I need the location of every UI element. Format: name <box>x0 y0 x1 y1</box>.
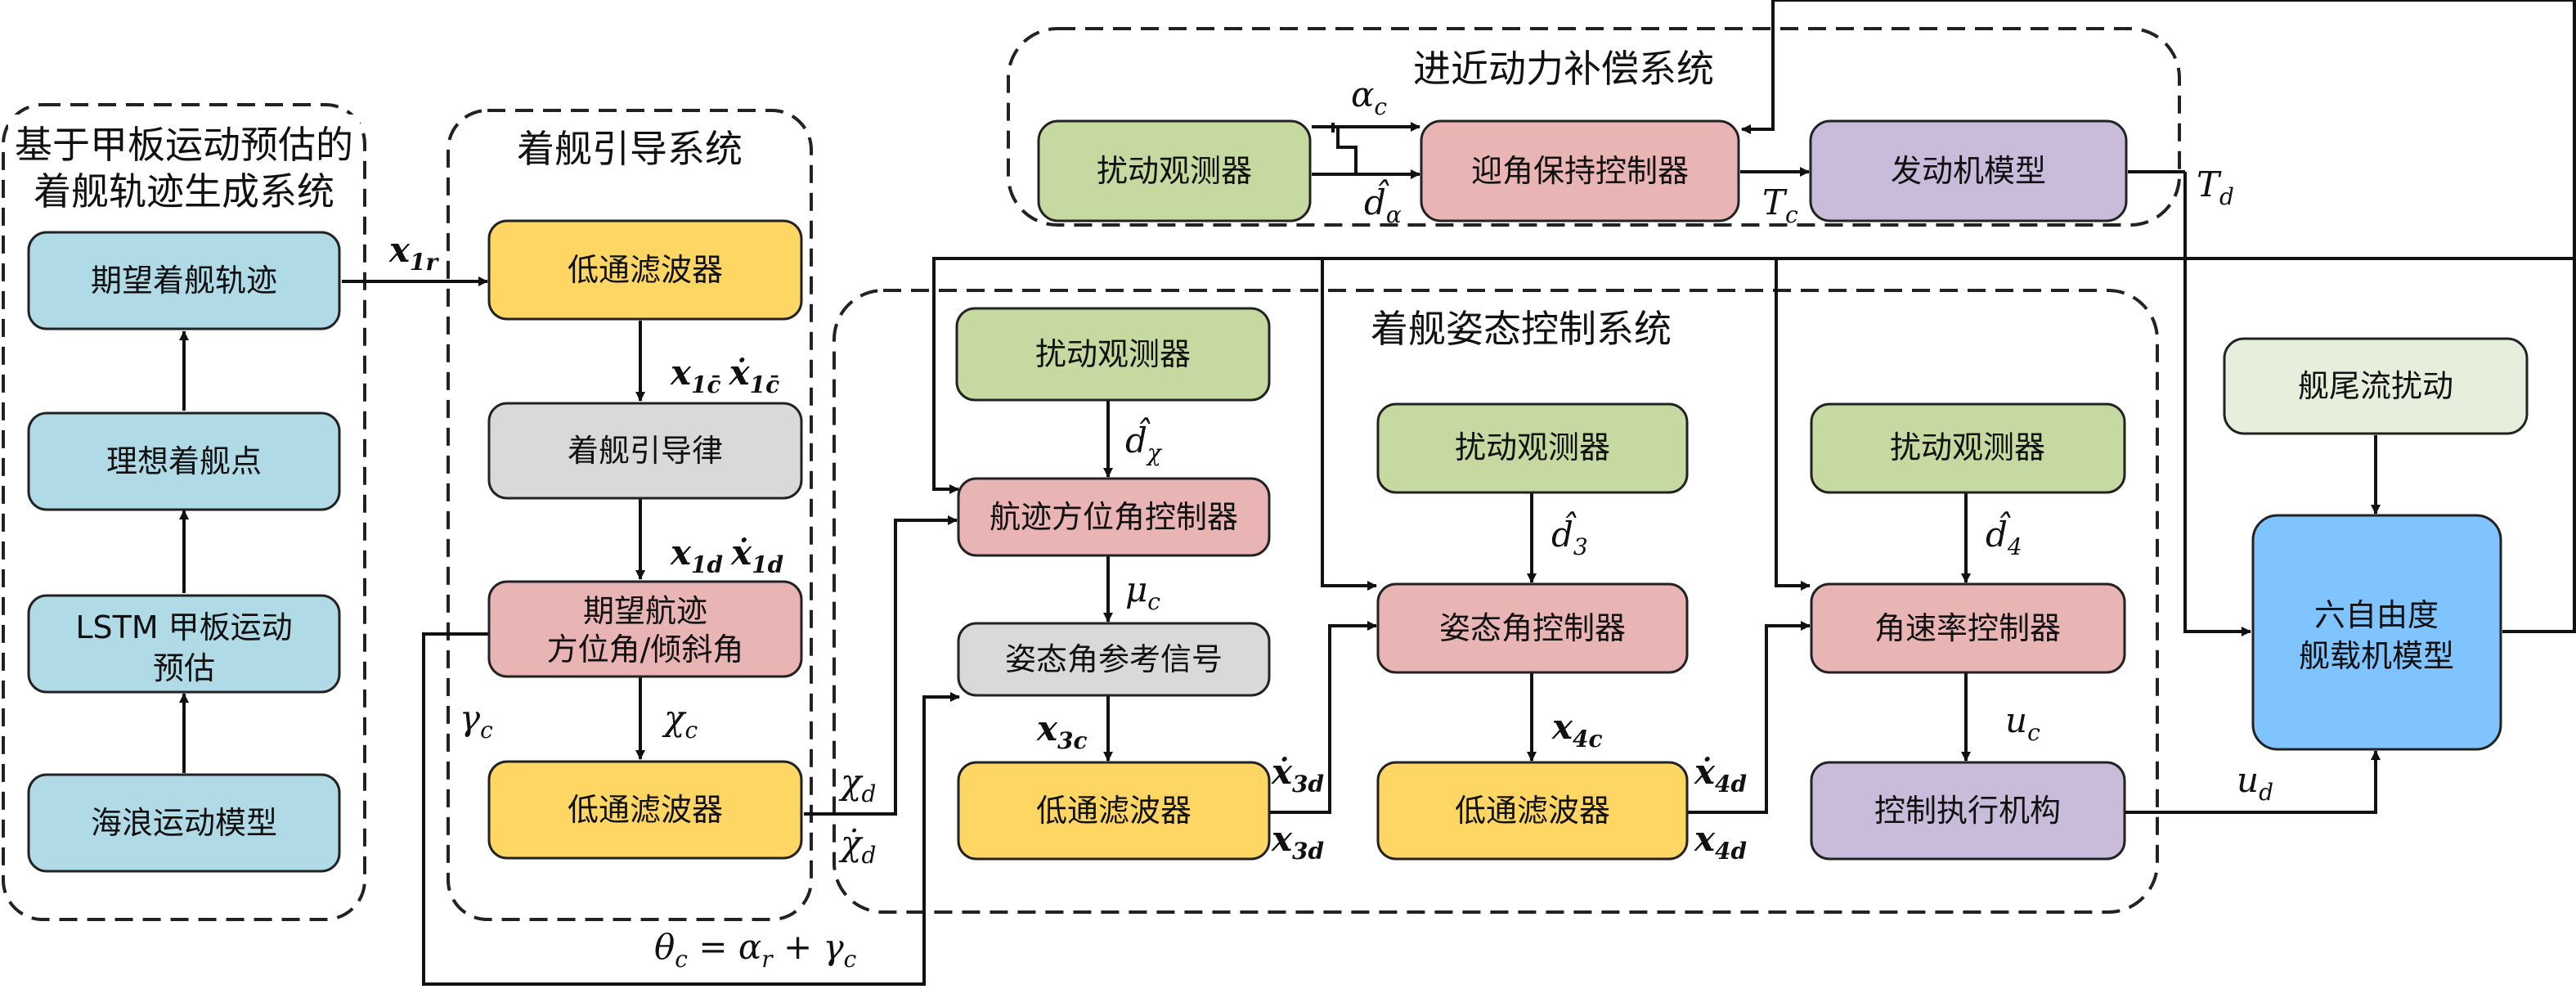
guidance-law-block <box>487 402 803 500</box>
ideal-point-block <box>27 411 341 511</box>
power-compensation-frame <box>1007 27 2181 227</box>
actuator-label: 控制执行机构 <box>1874 793 2061 829</box>
guidance-lpf2-label: 低通滤波器 <box>568 792 723 828</box>
wake-label: 舰尾流扰动 <box>2298 368 2453 404</box>
attitude-lpf1-block <box>957 761 1271 861</box>
rate-controller-block <box>1810 582 2126 674</box>
track-controller-block <box>957 477 1271 557</box>
rate-controller-label: 角速率控制器 <box>1874 610 2061 646</box>
signal-alpha-c: αc <box>1351 74 1387 120</box>
attitude-lpf2-block <box>1376 761 1689 861</box>
guidance-lpf2-block <box>487 760 803 860</box>
signal-u-c: uc <box>2005 700 2040 746</box>
signal-x3d: x3d <box>1271 819 1324 865</box>
signal-xdot3d: ẋ3d <box>1271 752 1324 798</box>
attitude-controller-block <box>1376 582 1689 674</box>
wire-bus-att <box>1321 258 1377 591</box>
guidance-lpf1-label: 低通滤波器 <box>568 252 723 288</box>
trajectory-title-line2: 着舰轨迹生成系统 <box>34 169 334 214</box>
power-observer-block <box>1037 119 1312 223</box>
signal-x4c: x4c <box>1551 707 1603 753</box>
desired-chi-block <box>487 580 803 678</box>
signal-chi-d: χd <box>838 762 876 807</box>
attitude-title: 着舰姿态控制系统 <box>1371 307 1672 351</box>
wake-block <box>2223 337 2529 435</box>
aoa-controller-block <box>1420 119 1740 223</box>
desired-trajectory-block <box>27 231 341 330</box>
signal-chi-c: χc <box>662 698 698 744</box>
desired-chi-label-2: 方位角/倾斜角 <box>547 632 744 668</box>
wire-lpf2-rate <box>1685 621 1811 814</box>
wire-lpf-attctrl <box>1268 621 1377 814</box>
trajectory-title-line1: 基于甲板运动预估的 <box>15 123 353 167</box>
guidance-title: 着舰引导系统 <box>517 127 743 171</box>
sixdof-label-1: 六自由度 <box>2314 597 2439 633</box>
signal-dhat-3: d̂3 <box>1551 510 1588 560</box>
wire-chi-track <box>804 515 958 816</box>
signal-T-d: Td <box>2197 164 2234 210</box>
guidance-lpf1-block <box>487 219 803 321</box>
guidance-law-label: 着舰引导律 <box>568 433 723 469</box>
signal-u-d: ud <box>2237 760 2273 806</box>
attitude-lpf1-label: 低通滤波器 <box>1036 793 1192 829</box>
rate-observer-label: 扰动观测器 <box>1890 429 2045 465</box>
power-observer-label: 扰动观测器 <box>1097 153 1252 189</box>
sixdof-model-block <box>2251 514 2502 751</box>
desired-trajectory-label: 期望着舰轨迹 <box>91 263 277 299</box>
wire-td-sixdof <box>2183 172 2251 636</box>
track-observer-block <box>955 307 1271 402</box>
attitude-ref-label: 姿态角参考信号 <box>1005 641 1223 677</box>
attitude-ref-block <box>957 622 1271 697</box>
power-title: 进近动力补偿系统 <box>1413 47 1714 91</box>
attitude-lpf2-label: 低通滤波器 <box>1455 793 1610 829</box>
engine-model-block <box>1809 119 2128 223</box>
sixdof-label-2: 舰载机模型 <box>2299 638 2454 674</box>
attitude-observer-label: 扰动观测器 <box>1455 429 1610 465</box>
wave-model-label: 海浪运动模型 <box>91 805 277 841</box>
wire-alpha-split <box>1336 127 1358 174</box>
signal-x1r: x1r <box>388 230 440 276</box>
wire-bus-track <box>932 257 2574 494</box>
signal-x1c: x1c̄ẋ1c̄ <box>670 353 779 398</box>
signal-xdot4d: ẋ4d <box>1694 752 1747 798</box>
lstm-block <box>27 594 341 694</box>
lstm-label-1: LSTM 甲板运动 <box>75 609 292 645</box>
aoa-controller-label: 迎角保持控制器 <box>1471 153 1689 189</box>
attitude-observer-block <box>1376 402 1689 494</box>
wave-model-block <box>27 773 341 873</box>
signal-dhat-4: d̂4 <box>1986 510 2022 560</box>
attitude-control-frame <box>832 289 2159 914</box>
lstm-label-2: 预估 <box>153 650 215 686</box>
wire-bus-rate <box>1775 258 1811 591</box>
signal-theta-c: θc = αr + γc <box>654 927 857 973</box>
signal-gamma-c: γc <box>460 698 493 744</box>
trajectory-title-bg <box>8 115 360 216</box>
signal-x4d: x4d <box>1694 819 1747 865</box>
engine-model-label: 发动机模型 <box>1891 153 2046 189</box>
wire-feedback-aoa <box>1741 0 2576 633</box>
signal-mu-c: μc <box>1125 569 1160 615</box>
signal-T-c: Tc <box>1762 182 1798 228</box>
guidance-system-frame <box>447 109 813 921</box>
actuator-block <box>1810 761 2126 861</box>
ideal-point-label: 理想着舰点 <box>106 443 262 479</box>
signal-dhat-chi: d̂χ <box>1125 416 1163 466</box>
trajectory-system-frame <box>2 103 366 921</box>
attitude-controller-label: 姿态角控制器 <box>1439 610 1626 646</box>
desired-chi-label-1: 期望航迹 <box>583 593 707 629</box>
signal-chidot-d: χ̇d <box>838 823 876 869</box>
signal-dhat-alpha: d̂α <box>1364 178 1402 228</box>
wire-gamma-loop <box>422 632 960 986</box>
rate-observer-block <box>1810 402 2126 494</box>
track-observer-label: 扰动观测器 <box>1035 336 1191 372</box>
track-controller-label: 航迹方位角控制器 <box>990 499 1238 535</box>
wire-actuator-sixdof <box>2125 750 2381 814</box>
signal-x3c: x3c <box>1036 708 1088 754</box>
